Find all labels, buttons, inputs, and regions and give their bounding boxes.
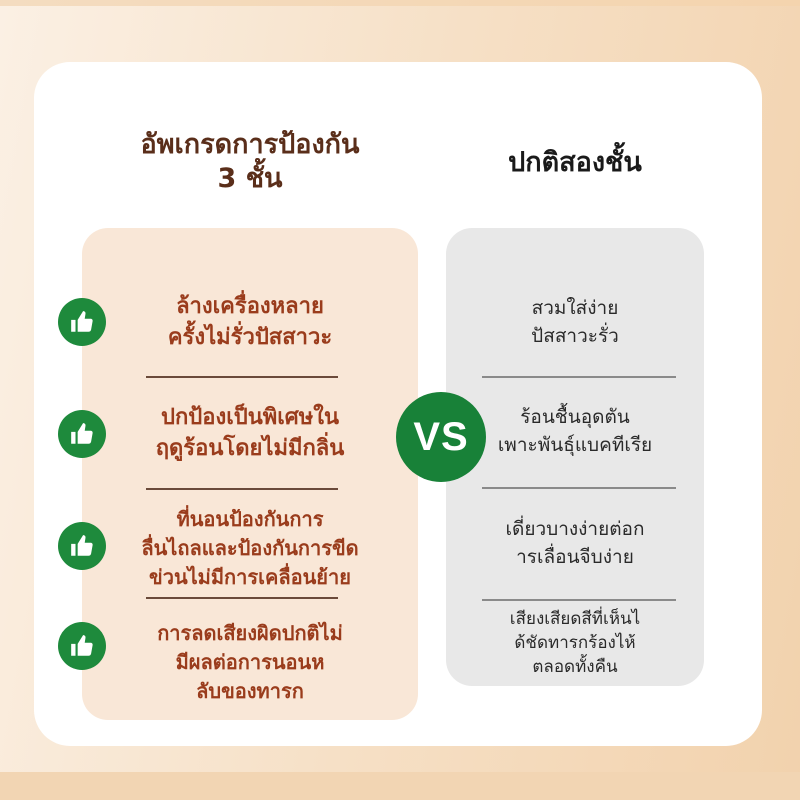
divider <box>146 488 338 490</box>
upgraded-item-1-line2: ครั้งไม่รั่วปัสสาวะ <box>167 325 333 350</box>
upgraded-item-3-line3: ข่วนไม่มีการเคลื่อนย้าย <box>149 564 351 589</box>
normal-item-1: สวมใส่ง่าย ปัสสาวะรั่ว <box>466 292 684 352</box>
normal-item-1-line1: สวมใส่ง่าย <box>531 297 619 319</box>
background-bottom-band <box>0 772 800 800</box>
upgraded-item-1-line1: ล้างเครื่องหลาย <box>176 294 324 319</box>
upgraded-heading-line2: 3 ชั้น <box>217 163 283 194</box>
normal-item-4: เสียงเสียดสีที่เห็นไ ด้ชัดทารกร้องไห้ ตล… <box>466 606 684 680</box>
upgraded-item-3-line2: ลื่นไถลและป้องกันการขีด <box>141 535 359 560</box>
upgraded-heading-line1: อัพเกรดการป้องกัน <box>140 129 360 160</box>
upgraded-item-3: ที่นอนป้องกันการ ลื่นไถลและป้องกันการขีด… <box>100 506 400 590</box>
normal-item-3: เดี่ยวบางง่ายต่อก ารเลื่อนจีบง่าย <box>466 512 684 574</box>
normal-item-3-line2: ารเลื่อนจีบง่าย <box>516 546 634 568</box>
thumbs-up-icon <box>58 622 106 670</box>
divider <box>146 376 338 378</box>
normal-item-2-line1: ร้อนชื้นอุดตัน <box>520 406 630 428</box>
upgraded-heading: อัพเกรดการป้องกัน 3 ชั้น <box>82 128 418 196</box>
upgraded-item-1: ล้างเครื่องหลาย ครั้งไม่รั่วปัสสาวะ <box>100 290 400 354</box>
background-top-strip <box>0 0 800 6</box>
normal-item-2: ร้อนชื้นอุดตัน เพาะพันธุ์แบคทีเรีย <box>466 400 684 462</box>
normal-panel <box>446 228 704 686</box>
upgraded-item-4-line3: ลับของทารก <box>196 678 304 703</box>
normal-heading: ปกติสองชั้น <box>508 147 642 178</box>
thumbs-up-icon <box>58 410 106 458</box>
upgraded-item-2: ปกป้องเป็นพิเศษใน ฤดูร้อนโดยไม่มีกลิ่น <box>100 400 400 466</box>
normal-item-2-line2: เพาะพันธุ์แบคทีเรีย <box>497 434 653 456</box>
normal-item-1-line2: ปัสสาวะรั่ว <box>531 325 619 347</box>
upgraded-item-2-line2: ฤดูร้อนโดยไม่มีกลิ่น <box>155 436 345 461</box>
thumbs-up-icon <box>58 522 106 570</box>
upgraded-item-4-line1: การลดเสียงผิดปกติไม่ <box>157 620 343 645</box>
vs-badge: VS <box>396 392 486 482</box>
divider <box>482 487 676 489</box>
divider <box>146 597 338 599</box>
upgraded-item-2-line1: ปกป้องเป็นพิเศษใน <box>161 405 339 430</box>
normal-item-3-line1: เดี่ยวบางง่ายต่อก <box>505 518 645 540</box>
normal-item-4-line3: ตลอดทั้งคืน <box>532 657 618 677</box>
divider <box>482 599 676 601</box>
upgraded-item-4: การลดเสียงผิดปกติไม่ มีผลต่อการนอนห ลับข… <box>100 618 400 706</box>
normal-item-4-line2: ด้ชัดทารกร้องไห้ <box>514 633 636 653</box>
normal-item-4-line1: เสียงเสียดสีที่เห็นไ <box>509 609 641 629</box>
upgraded-panel <box>82 228 418 720</box>
thumbs-up-icon <box>58 298 106 346</box>
upgraded-item-4-line2: มีผลต่อการนอนห <box>175 649 325 674</box>
upgraded-item-3-line1: ที่นอนป้องกันการ <box>176 506 324 531</box>
divider <box>482 376 676 378</box>
